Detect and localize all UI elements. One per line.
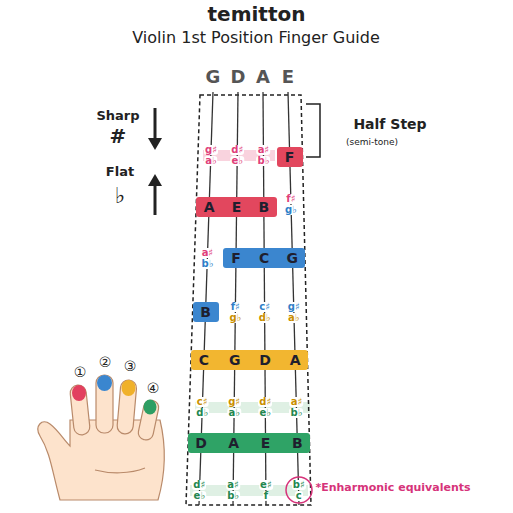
enharmonic-note-name: f [263, 491, 269, 501]
enharmonic-note-name: b♯ [292, 480, 306, 490]
enharmonic-note-name: d♭ [258, 313, 272, 323]
string-name: A [256, 67, 270, 87]
enharmonic-note-name: b♭ [290, 408, 304, 418]
note-name: C [199, 352, 209, 368]
enharmonic-note-name: b♭ [256, 156, 270, 166]
enharmonic-note-name: a♯ [290, 397, 304, 407]
enharmonic-note-name: a♭ [287, 313, 300, 323]
note-name: G [287, 250, 299, 266]
note-name: C [259, 250, 269, 266]
sharp-arrow [148, 108, 162, 150]
note-band: FCG [223, 248, 305, 268]
enharmonic-note-name: g♯ [227, 397, 241, 407]
enharmonic-note-name: g♯ [287, 302, 301, 312]
enharmonic-note-name: e♭ [231, 156, 245, 166]
half-step-label: Half Step [353, 117, 426, 132]
enharmonic-note-name: e♯ [259, 480, 273, 490]
enharmonic-note-name: d♯ [192, 480, 206, 490]
note-name: A [290, 352, 301, 368]
enharmonic-note-name: d♯ [230, 145, 244, 155]
sharp-label: Sharp [96, 109, 139, 123]
flat-arrow [148, 174, 162, 215]
note-band: B [193, 302, 219, 322]
enharmonic-note: *Enharmonic equivalents [315, 482, 470, 494]
enharmonic-note-name: a♭ [227, 408, 240, 418]
enharmonic-note-name: d♯ [258, 397, 272, 407]
note-name: A [204, 199, 215, 215]
note-name: G [229, 352, 241, 368]
note-name: E [261, 435, 271, 451]
note-name: B [292, 435, 303, 451]
enharmonic-note-name: c♯ [196, 397, 209, 407]
finger-number: ① [74, 365, 87, 380]
note-name: F [231, 250, 241, 266]
enharmonic-note-name: f♯ [230, 302, 241, 312]
guide-subtitle: Violin 1st Position Finger Guide [132, 29, 379, 47]
enharmonic-note-name: a♯ [201, 248, 215, 258]
note-name: D [195, 435, 207, 451]
enharmonic-note-name: f♯ [285, 194, 296, 204]
enharmonic-note-name: e♭ [193, 491, 207, 501]
enharmonic-note-name: b♭ [226, 491, 240, 501]
enharmonic-note-name: g♭ [284, 205, 298, 215]
note-name: B [258, 199, 269, 215]
enharmonic-note-name: g♭ [228, 313, 242, 323]
finger-number: ② [99, 355, 112, 370]
finger-number: ④ [147, 381, 160, 396]
note-band: CGDA [191, 350, 308, 370]
note-name: F [285, 149, 295, 165]
half-step-note: (semi-tone) [346, 138, 398, 148]
flat-symbol: ♭ [115, 184, 125, 208]
hand-illustration [38, 375, 164, 500]
flat-label: Flat [106, 165, 134, 179]
finger-number: ③ [124, 359, 137, 374]
fingerboard-outline [186, 95, 311, 505]
note-band: F [277, 147, 303, 167]
enharmonic-note-name: a♯ [226, 480, 240, 490]
enharmonic-note-name: c [295, 491, 303, 501]
string-name: E [282, 67, 294, 87]
note-band: DAEB [188, 433, 310, 453]
half-step-band [190, 485, 308, 496]
sharp-symbol: # [110, 125, 127, 147]
half-step-bracket [306, 104, 320, 157]
enharmonic-note-name: a♭ [204, 156, 217, 166]
enharmonic-note-name: b♭ [200, 259, 214, 269]
enharmonic-note-name: d♭ [195, 408, 209, 418]
enharmonic-circle [286, 477, 312, 503]
enharmonic-note-name: g♯ [204, 145, 218, 155]
brand-title: temitton [0, 2, 513, 26]
enharmonic-note-name: e♭ [259, 408, 273, 418]
string-name: G [206, 67, 221, 87]
note-name: E [232, 199, 242, 215]
enharmonic-note-name: c♯ [258, 302, 271, 312]
note-name: B [200, 304, 211, 320]
string-name: D [231, 67, 246, 87]
note-name: D [259, 352, 271, 368]
note-name: A [228, 435, 239, 451]
enharmonic-note-name: a♯ [257, 145, 271, 155]
note-band: A EB [196, 197, 277, 217]
